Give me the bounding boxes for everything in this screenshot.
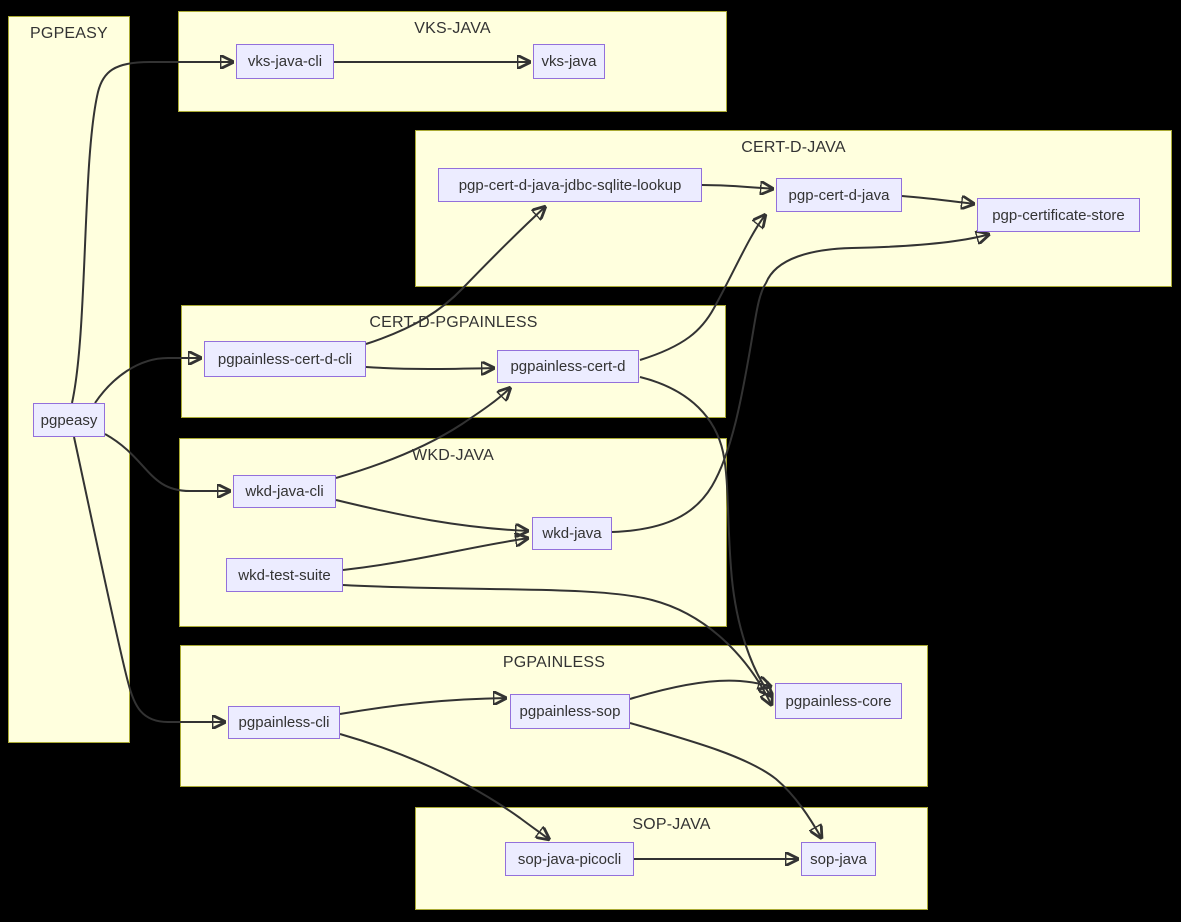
subgraph-wkd-java: WKD-JAVA (179, 438, 727, 627)
subgraph-title-cert-d-java: CERT-D-JAVA (741, 139, 846, 156)
node-vks-java: vks-java (533, 44, 605, 79)
subgraph-title-pgpainless: PGPAINLESS (502, 654, 606, 671)
node-pgp-cert-d-java: pgp-cert-d-java (776, 178, 902, 212)
node-wkd-java-cli: wkd-java-cli (233, 475, 336, 508)
node-sop-java: sop-java (801, 842, 876, 876)
node-pgpainless-sop: pgpainless-sop (510, 694, 630, 729)
node-pgpainless-core: pgpainless-core (775, 683, 902, 719)
subgraph-pgpeasy: PGPEASY (8, 16, 130, 743)
subgraph-title-sop-java: SOP-JAVA (632, 816, 711, 833)
subgraph-title-wkd-java: WKD-JAVA (412, 447, 494, 464)
node-pgpainless-cert-d-cli: pgpainless-cert-d-cli (204, 341, 366, 377)
node-pgpainless-cert-d: pgpainless-cert-d (497, 350, 639, 383)
subgraph-title-cert-d-pgpainless: CERT-D-PGPAINLESS (369, 314, 538, 331)
node-wkd-test-suite: wkd-test-suite (226, 558, 343, 592)
node-wkd-java: wkd-java (532, 517, 612, 550)
node-pgp-certificate-store: pgp-certificate-store (977, 198, 1140, 232)
subgraph-title-pgpeasy: PGPEASY (30, 25, 108, 42)
subgraph-title-vks-java: VKS-JAVA (414, 20, 491, 37)
node-pgp-cert-d-java-jdbc-sqlite-lookup: pgp-cert-d-java-jdbc-sqlite-lookup (438, 168, 702, 202)
node-pgpainless-cli: pgpainless-cli (228, 706, 340, 739)
node-sop-java-picocli: sop-java-picocli (505, 842, 634, 876)
node-pgpeasy: pgpeasy (33, 403, 105, 437)
node-vks-java-cli: vks-java-cli (236, 44, 334, 79)
